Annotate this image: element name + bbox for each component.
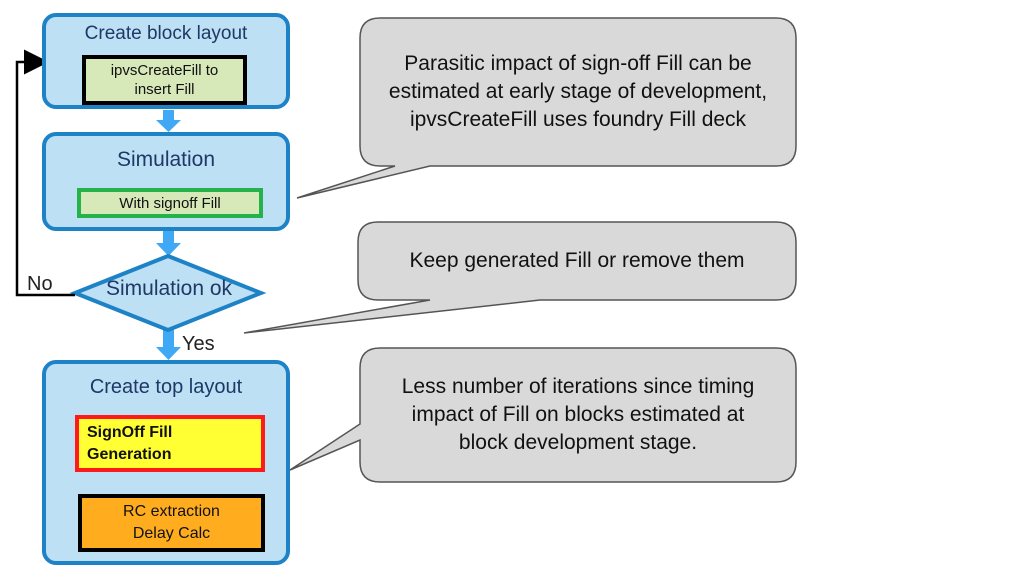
callout-text-1: Parasitic impact of sign-off Fill can be… bbox=[388, 52, 768, 131]
branch-yes-label: Yes bbox=[182, 333, 215, 355]
arrow-down-1 bbox=[156, 110, 181, 132]
signoff-fill-generation-box: SignOff Fill Generation bbox=[75, 415, 265, 472]
create-block-layout-title: Create block layout bbox=[84, 23, 248, 44]
arrow-down-2 bbox=[156, 231, 181, 256]
decision-label: Simulation ok bbox=[105, 277, 233, 300]
create-top-layout-title: Create top layout bbox=[89, 376, 243, 398]
create-block-layout-stage: Create block layout ipvsCreateFill to in… bbox=[42, 13, 290, 109]
branch-no-label: No bbox=[27, 273, 53, 295]
rc-extraction-box: RC extraction Delay Calc bbox=[78, 494, 265, 552]
simulation-stage: Simulation With signoff Fill bbox=[42, 132, 290, 231]
decision-diamond bbox=[69, 253, 267, 333]
with-signoff-fill-box: With signoff Fill bbox=[77, 188, 263, 218]
create-top-layout-stage: Create top layout SignOff Fill Generatio… bbox=[42, 360, 290, 565]
callout-bubble-2 bbox=[243, 221, 797, 334]
callout-text-2: Keep generated Fill or remove them bbox=[409, 249, 745, 272]
simulation-title: Simulation bbox=[116, 148, 216, 171]
callout-bubble-1 bbox=[296, 17, 797, 199]
ipvs-create-fill-box: ipvsCreateFill to insert Fill bbox=[82, 55, 247, 105]
arrow-down-3 bbox=[156, 329, 181, 360]
callout-bubble-3 bbox=[289, 347, 797, 483]
no-loop-line bbox=[15, 49, 75, 297]
callout-text-3: Less number of iterations since timing i… bbox=[401, 375, 755, 454]
